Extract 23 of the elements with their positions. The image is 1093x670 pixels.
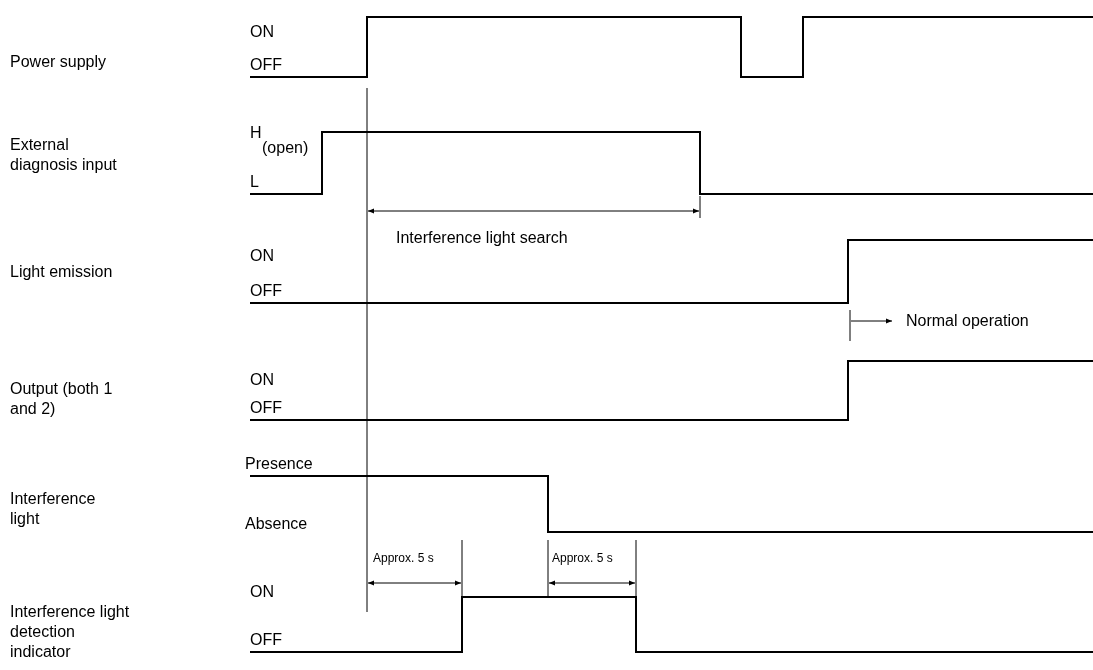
level-label: Absence (245, 516, 308, 532)
signal-name: Interference light detection indicator (10, 602, 131, 662)
level-label: Presence (245, 456, 313, 472)
level-label: OFF (250, 400, 282, 416)
signal-name: Power supply (10, 54, 107, 70)
state-label: Normal operation (906, 313, 1029, 329)
level-label: OFF (250, 57, 282, 73)
level-label: OFF (250, 632, 282, 648)
dimension-label-small: Approx. 5 s (373, 552, 434, 564)
dimension-label-small: Approx. 5 s (552, 552, 613, 564)
level-label: H (250, 125, 262, 141)
level-label: ON (250, 372, 274, 388)
signal-name: Light emission (10, 264, 113, 280)
signal-name: Output (both 1 and 2) (10, 379, 114, 419)
level-label: ON (250, 24, 274, 40)
level-label: ON (250, 248, 274, 264)
level-label: L (250, 174, 259, 190)
level-label: OFF (250, 283, 282, 299)
signal-name: Interference light (10, 489, 97, 529)
level-label: ON (250, 584, 274, 600)
signal-name: External diagnosis input (10, 135, 118, 175)
dimension-label: Interference light search (396, 230, 568, 246)
level-label: (open) (262, 140, 309, 156)
